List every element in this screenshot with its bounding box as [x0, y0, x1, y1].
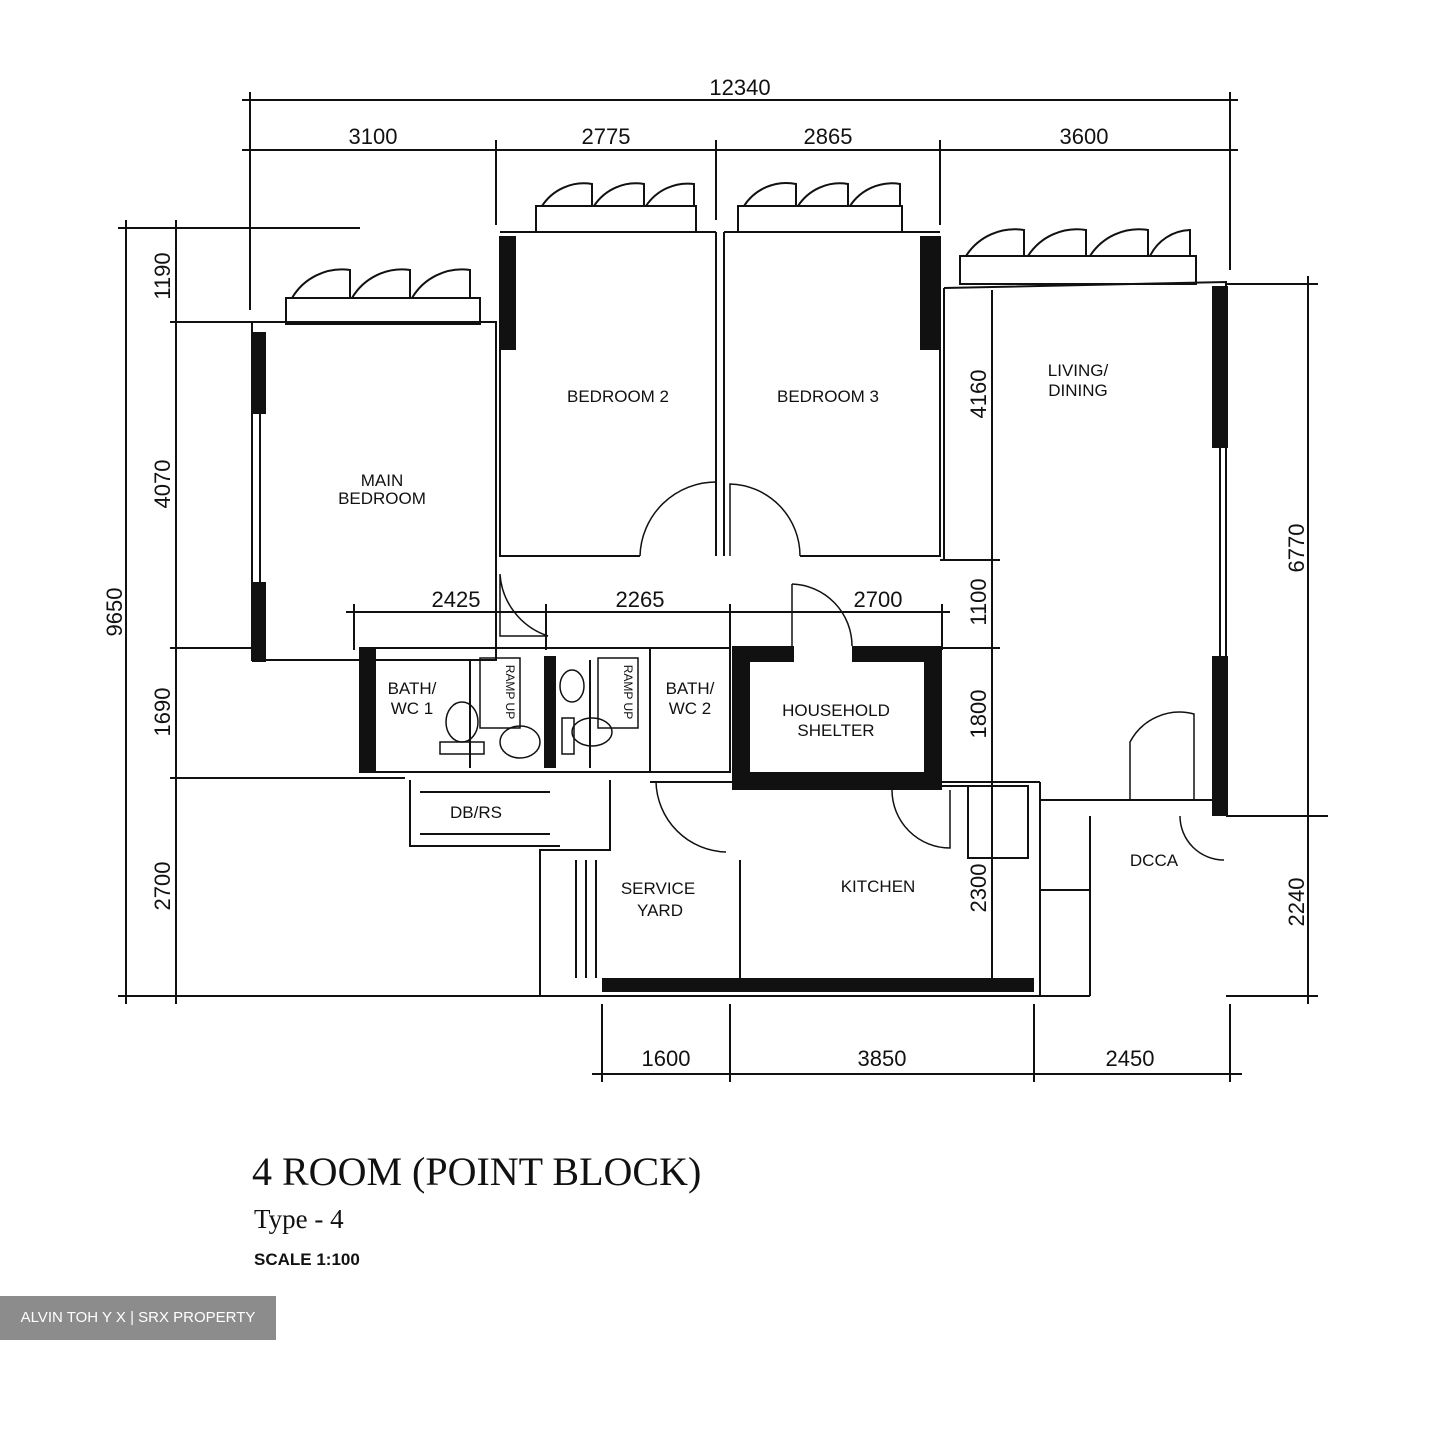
room-bath1-line1: BATH/	[388, 679, 437, 698]
dim-top-3: 2865	[804, 124, 853, 149]
room-service-line1: SERVICE	[621, 879, 695, 898]
room-living-line1: LIVING/	[1048, 361, 1109, 380]
dim-left-total: 9650	[102, 588, 127, 637]
dim-top-2: 2775	[582, 124, 631, 149]
dim-left-1: 1190	[150, 252, 175, 299]
room-main-line2: BEDROOM	[338, 489, 426, 508]
room-bath2-line2: WC 2	[669, 699, 712, 718]
dim-interior-2: 2265	[616, 587, 665, 612]
dim-top-4: 3600	[1060, 124, 1109, 149]
room-kitchen: KITCHEN	[841, 877, 916, 896]
bay-label: DB/RS	[450, 803, 502, 822]
dim-bottom-3: 2450	[1106, 1046, 1155, 1071]
watermark: ALVIN TOH Y X | SRX PROPERTY	[0, 1296, 276, 1340]
room-bath2-line1: BATH/	[666, 679, 715, 698]
ramp-label-2: RAMP UP	[621, 665, 635, 719]
room-shelter-line1: HOUSEHOLD	[782, 701, 890, 720]
dim-left-2: 4070	[150, 460, 175, 509]
dim-right-1: 6770	[1284, 524, 1309, 573]
plan-subtitle: Type - 4	[254, 1204, 344, 1234]
dim-top-1: 3100	[349, 124, 398, 149]
dim-bottom-1: 1600	[642, 1046, 691, 1071]
dim-left-4: 2700	[150, 862, 175, 911]
room-bath1-line2: WC 1	[391, 699, 434, 718]
room-living-line2: DINING	[1048, 381, 1108, 400]
room-bedroom-2: BEDROOM 2	[567, 387, 669, 406]
dim-left-3: 1690	[150, 688, 175, 737]
store-label: DCCA	[1130, 851, 1179, 870]
ramp-label-1: RAMP UP	[503, 665, 517, 719]
floor-plan: 12340 3100 2775 2865 3600 9650 1190 4070…	[102, 75, 1328, 1082]
plan-scale: SCALE 1:100	[254, 1250, 360, 1269]
room-shelter-line2: SHELTER	[797, 721, 874, 740]
dim-vertical-4: 2300	[966, 864, 991, 913]
dim-top-total: 12340	[709, 75, 770, 100]
dim-right-2: 2240	[1284, 878, 1309, 927]
dim-vertical-1: 4160	[966, 370, 991, 419]
room-bedroom-3: BEDROOM 3	[777, 387, 879, 406]
plan-title: 4 ROOM (POINT BLOCK)	[252, 1149, 702, 1194]
dim-interior-1: 2425	[432, 587, 481, 612]
dim-vertical-2: 1100	[966, 578, 991, 625]
room-main-line1: MAIN	[361, 471, 404, 490]
room-service-line2: YARD	[637, 901, 683, 920]
dim-interior-3: 2700	[854, 587, 903, 612]
dim-bottom-2: 3850	[858, 1046, 907, 1071]
dim-vertical-3: 1800	[966, 690, 991, 739]
